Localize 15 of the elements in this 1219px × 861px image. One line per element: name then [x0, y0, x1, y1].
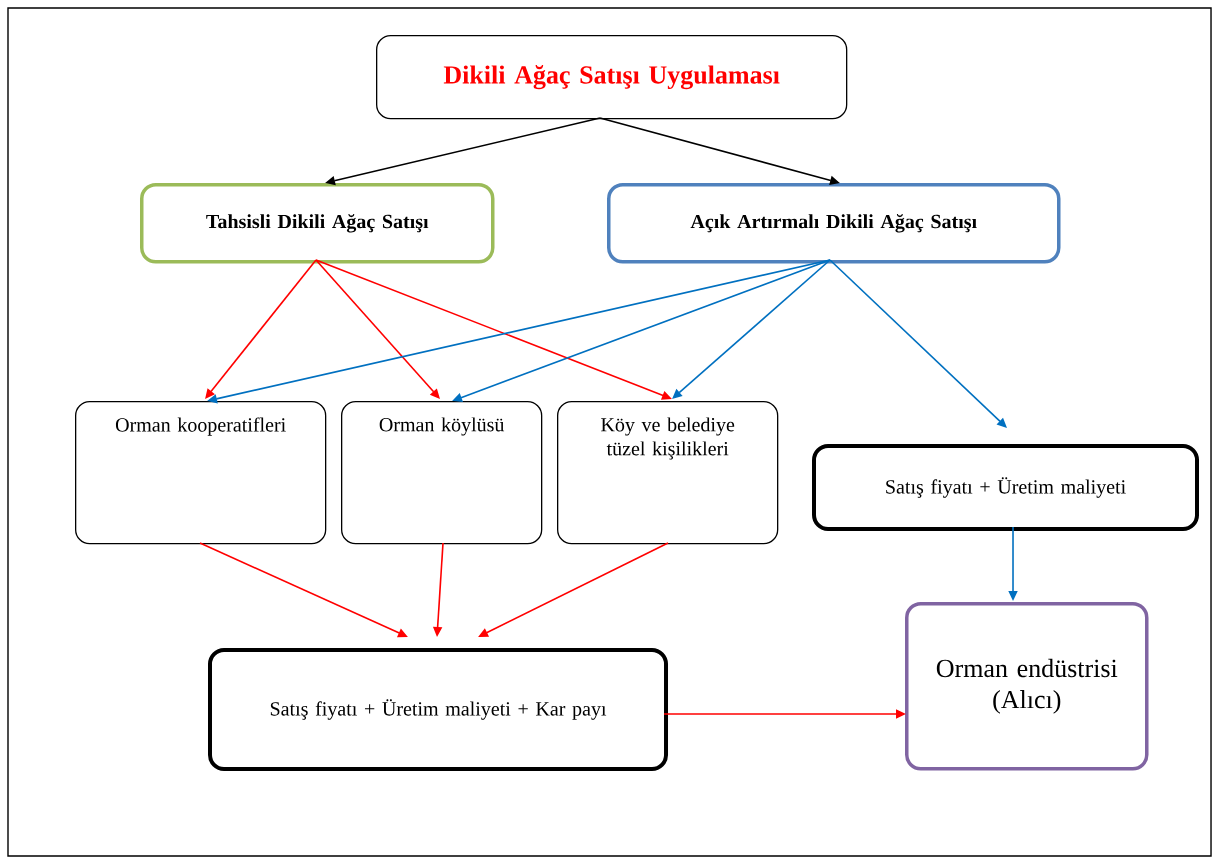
arrow	[829, 259, 1007, 428]
arrow	[478, 542, 669, 637]
industry-box: Orman endüstrisi (Alıcı)	[905, 602, 1149, 771]
category-box: Tahsisli Dikili Ağaç Satışı	[140, 183, 495, 264]
price-box: Satış fiyatı + Üretim maliyeti + Kar payı	[208, 648, 668, 771]
price-box: Satış fiyatı + Üretim maliyeti	[812, 444, 1199, 531]
arrow	[672, 259, 831, 399]
arrow	[205, 259, 317, 399]
category-box: Açık Artırmalı Dikili Ağaç Satışı	[607, 183, 1061, 264]
buyer-box: Orman kooperatifleri	[75, 401, 327, 545]
arrow	[199, 542, 408, 638]
title-box: Dikili Ağaç Satışı Uygulaması	[376, 35, 848, 120]
buyer-box: Orman köylüsü	[341, 401, 543, 545]
buyer-box: Köy ve belediye tüzel kişilikleri	[557, 401, 779, 545]
arrow	[315, 259, 440, 399]
